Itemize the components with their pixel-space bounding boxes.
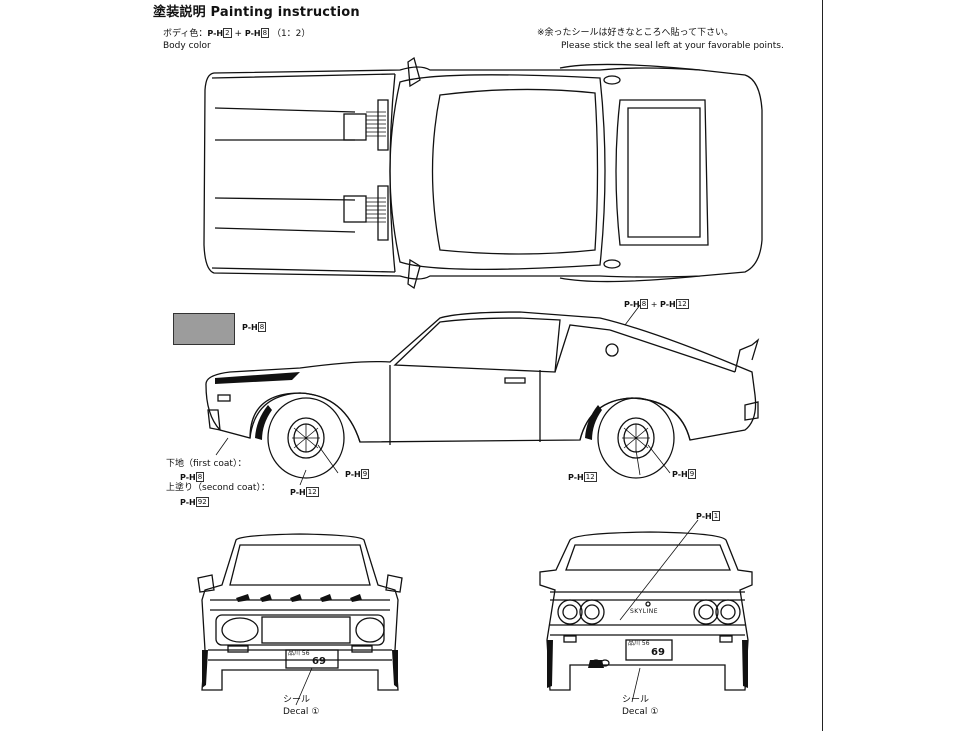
color-swatch	[173, 313, 235, 345]
body-color-ratio: （1：2）	[271, 29, 311, 39]
first-coat-label: 下地（first coat）：	[166, 459, 247, 469]
rear-plate-top: 品川 56	[628, 640, 650, 647]
page-title: 塗装説明 Painting instruction	[153, 5, 360, 20]
front-plate-top: 品川 56	[288, 650, 310, 657]
page-border-line	[822, 0, 823, 731]
rear-view-drawing	[539, 519, 753, 703]
front-view-drawing	[197, 533, 403, 706]
rear-plate-number: 69	[651, 647, 665, 658]
rear-decal-label-jp: シール	[622, 695, 650, 705]
front-decal-number: ①	[311, 707, 320, 717]
front-plate-number: 69	[312, 656, 326, 667]
body-color-label-jp: ボディ色：	[163, 29, 208, 39]
front-decal-label-en: Decal ①	[283, 707, 320, 717]
side-view-drawing	[205, 304, 760, 486]
rear-badge-text: SKYLINE	[630, 608, 659, 615]
rear-decal-label-en: Decal ①	[622, 707, 659, 717]
second-coat-label: 上塗り（second coat）：	[166, 483, 270, 493]
top-view-drawing	[203, 56, 763, 290]
seal-note-en: Please stick the seal left at your favor…	[561, 41, 784, 51]
front-decal-label-jp: シール	[283, 695, 311, 705]
body-color-label-en: Body color	[163, 41, 211, 51]
rear-decal-number: ①	[650, 707, 659, 717]
seal-note-jp: ※余ったシールは好きなところへ貼って下さい。	[537, 28, 734, 38]
